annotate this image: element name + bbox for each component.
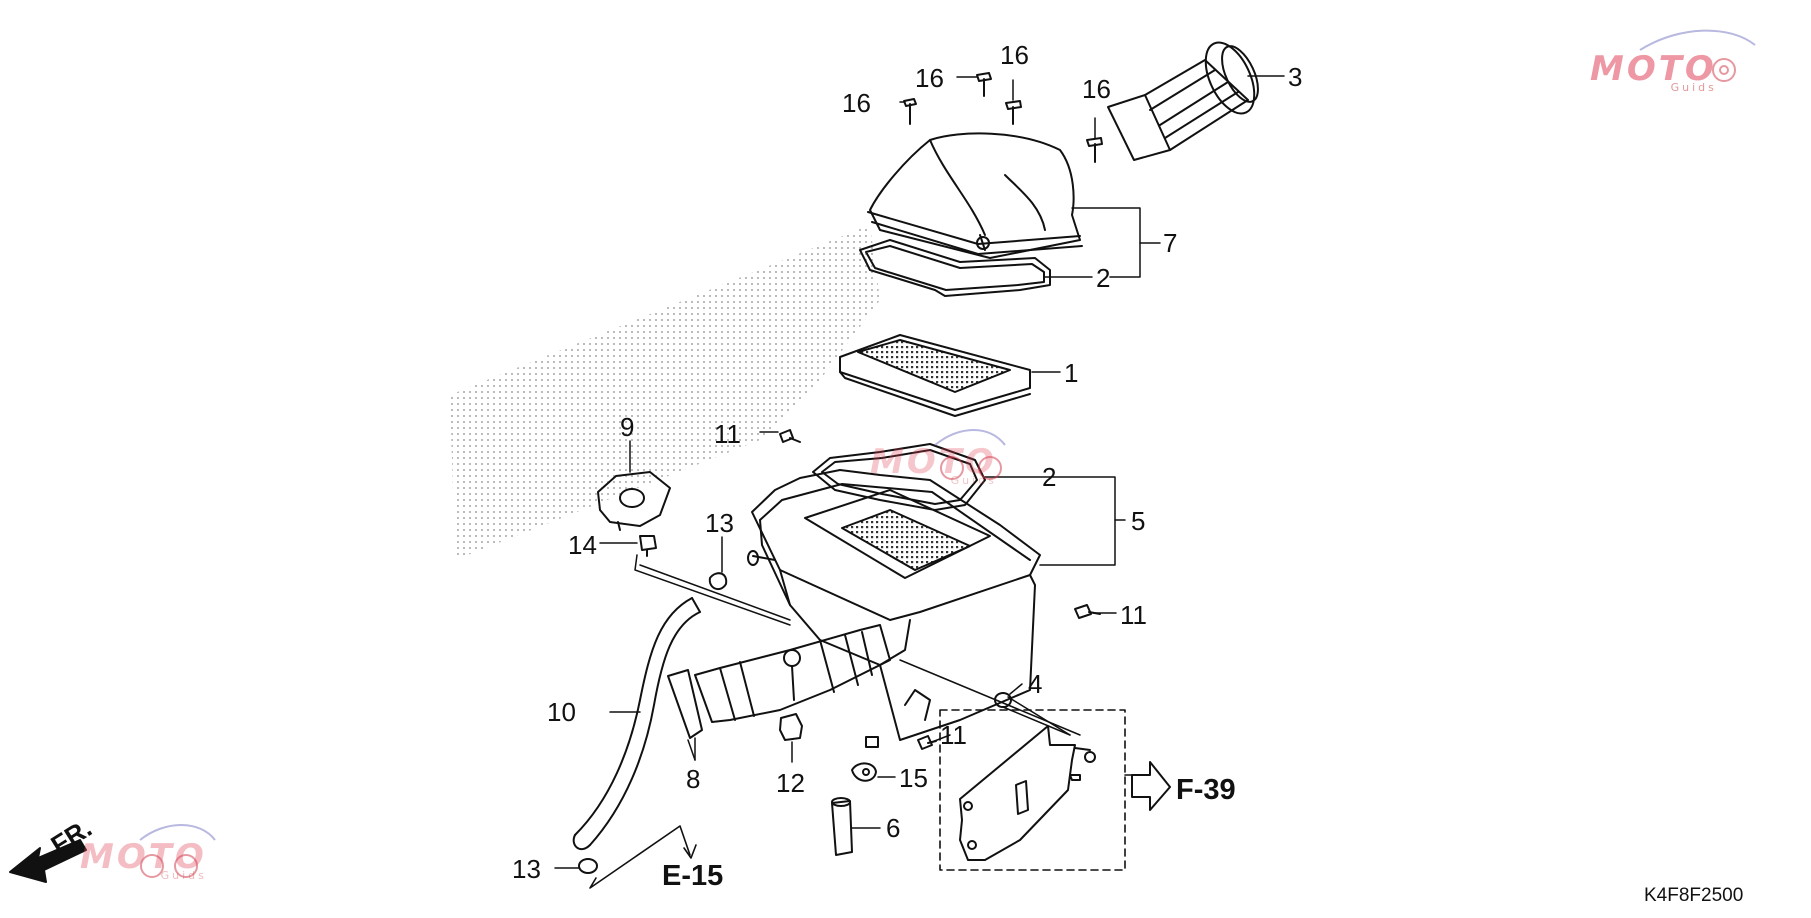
- part-label[interactable]: 13: [512, 854, 541, 884]
- part-label[interactable]: 11: [714, 419, 741, 449]
- front-direction-arrow-icon: [9, 839, 87, 883]
- reference-e15[interactable]: E-15: [662, 860, 724, 892]
- watermark-brand: MOTO: [80, 837, 207, 877]
- part-label[interactable]: 16: [915, 63, 944, 93]
- watermark-sub: Guids: [950, 474, 997, 487]
- air-cleaner-case-part-5: [751, 469, 1041, 748]
- reference-f39[interactable]: F-39: [1176, 774, 1236, 806]
- connecting-tube-part-8: [667, 624, 891, 739]
- part-label[interactable]: 2: [1096, 263, 1111, 293]
- part-label[interactable]: 14: [568, 530, 597, 560]
- gasket-part-2-upper: [859, 239, 1051, 297]
- nut-part-12: [779, 713, 803, 741]
- watermark-brand: MOTO: [870, 442, 997, 482]
- part-label[interactable]: 11: [1120, 600, 1147, 630]
- watermark-gear-icon: [140, 58, 1736, 878]
- part-label[interactable]: 16: [1082, 74, 1111, 104]
- part-label[interactable]: 1: [1064, 358, 1079, 388]
- watermark-logo: MOTO Guids: [80, 840, 207, 881]
- watermark-logo: MOTO Guids: [870, 445, 997, 486]
- clip-part-14: [639, 535, 657, 557]
- dotted-shading: [450, 225, 880, 560]
- sub-tube-part-6: [831, 797, 853, 856]
- part-label[interactable]: 9: [620, 412, 635, 442]
- part-label[interactable]: 12: [776, 768, 805, 798]
- part-label[interactable]: 6: [886, 813, 901, 843]
- clip-part-15: [851, 762, 877, 782]
- reference-arrow-f39: [1131, 761, 1171, 811]
- intake-duct-part-3: [1107, 41, 1259, 161]
- part-label[interactable]: 4: [1028, 669, 1043, 699]
- screw-16-icon: [903, 72, 1103, 163]
- part-label[interactable]: 16: [1000, 40, 1029, 70]
- part-label[interactable]: 8: [686, 764, 701, 794]
- watermark-sub: Guids: [1670, 81, 1717, 94]
- watermark-brand: MOTO: [1590, 49, 1717, 89]
- part-label[interactable]: 7: [1163, 228, 1178, 258]
- gasket-part-2-lower: [812, 443, 986, 511]
- part-label[interactable]: 5: [1131, 506, 1146, 536]
- air-cleaner-cover-part-7: [867, 132, 1083, 259]
- diagram-code: K4F8F2500: [1644, 885, 1744, 906]
- clamp-part-13-lower: [578, 858, 598, 874]
- watermark-logo: MOTO Guids: [1590, 52, 1717, 93]
- part-label[interactable]: 3: [1288, 62, 1303, 92]
- drain-hose-part-10: [572, 597, 701, 851]
- filter-element-part-1: [839, 334, 1031, 417]
- bracket-dashed-frame: [939, 709, 1136, 871]
- watermark-swoosh: [139, 29, 1756, 841]
- part-label[interactable]: 2: [1042, 462, 1057, 492]
- part-label[interactable]: 11: [940, 720, 967, 750]
- part-label[interactable]: 13: [705, 508, 734, 538]
- clamp-part-13-upper: [708, 550, 776, 591]
- leader-lines: [554, 75, 1285, 869]
- watermark-sub: Guids: [160, 869, 207, 882]
- part-label[interactable]: 10: [547, 697, 576, 727]
- part-label[interactable]: 16: [842, 88, 871, 118]
- bracket-part-9: [597, 471, 671, 531]
- mounting-bracket: [959, 725, 1096, 861]
- reference-arrow-e15: [589, 825, 697, 889]
- part-label[interactable]: 15: [899, 763, 928, 793]
